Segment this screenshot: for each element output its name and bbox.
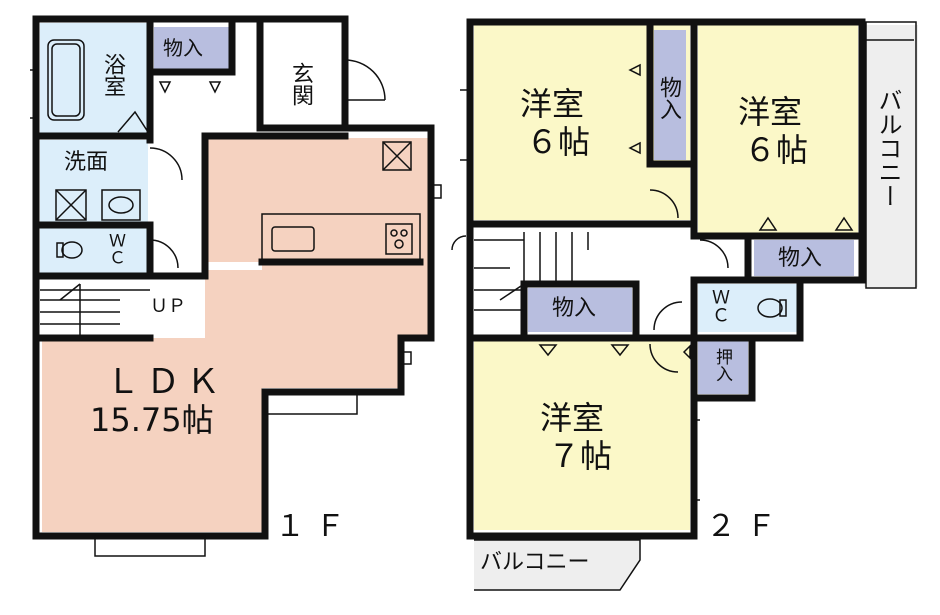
floor-label-1f: １Ｆ: [275, 509, 355, 544]
washer: [55, 189, 87, 221]
label-storage-hall: 物入: [552, 296, 597, 321]
toilet-2f: [757, 298, 783, 318]
label-western-right-name: 洋室: [738, 93, 803, 131]
balcony-right-floor: [864, 25, 918, 287]
storage-top-floor: [154, 27, 232, 70]
kitchen-counter: [261, 213, 421, 263]
label-balcony-bottom: バルコニー: [480, 550, 590, 575]
storage-right-floor: [754, 240, 854, 276]
label-wc-2f: ＷＣ: [709, 288, 730, 324]
toilet-1f: [61, 241, 83, 259]
entrance-porch: [345, 18, 423, 128]
walls-2f: [466, 18, 866, 540]
washroom-floor: [40, 140, 148, 223]
label-balcony-right: バルコニー: [874, 88, 902, 208]
label-western-left-size: ６帖: [526, 123, 591, 161]
sink: [101, 189, 141, 221]
label-storage-right: 物入: [778, 246, 823, 271]
label-western-left-name: 洋室: [520, 85, 585, 123]
balcony-bottom-floor: [474, 540, 640, 590]
details-1f: [30, 39, 442, 557]
label-western-bottom-size: ７帖: [548, 437, 613, 475]
label-western-right-size: ６帖: [744, 131, 809, 169]
label-entrance: 玄関: [288, 62, 313, 106]
label-ldk-size: 15.75帖: [90, 401, 214, 439]
storage-hall-floor: [528, 288, 632, 332]
label-storage-top: 物入: [163, 36, 203, 60]
label-storage-left: 物入: [656, 76, 681, 120]
label-closet: 押入: [712, 348, 732, 382]
bathtub: [47, 39, 85, 121]
western-right-floor: [698, 25, 858, 233]
fridge: [382, 141, 412, 171]
label-stairs-up: ＵＰ: [150, 296, 186, 317]
label-wc-1f: ＷＣ: [105, 232, 125, 266]
storage-left-floor: [654, 30, 686, 160]
floor-label-2f: ２Ｆ: [706, 509, 786, 544]
label-ldk-name: ＬＤＫ: [106, 362, 226, 402]
details-2f: [451, 21, 917, 591]
label-washroom: 洗面: [64, 150, 109, 175]
fills-2f: [474, 25, 918, 590]
wc1f-floor: [40, 228, 148, 274]
label-bath: 浴室: [100, 53, 125, 97]
ldk-floor: [42, 138, 428, 532]
western-bottom-floor: [474, 340, 690, 530]
closet-floor: [698, 340, 748, 394]
fills-1f: [40, 18, 428, 532]
label-western-bottom-name: 洋室: [540, 399, 605, 437]
bath-floor: [40, 23, 148, 133]
